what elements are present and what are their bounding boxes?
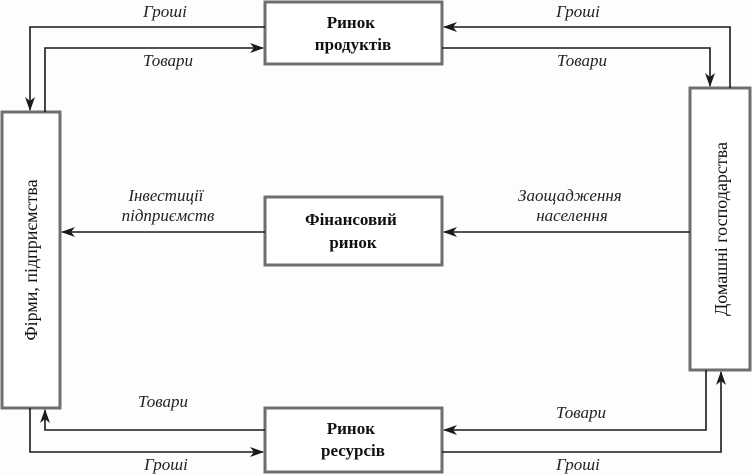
- arrow-bottom-left-goods: [40, 409, 265, 431]
- label-bottom-right-money: Гроші: [555, 455, 600, 474]
- households-box: [688, 86, 752, 372]
- households-label: Домашні господарства: [711, 142, 731, 316]
- financial-market-label: Фінансовий ринок: [305, 210, 401, 252]
- arrow-top-right-money: [443, 22, 731, 88]
- label-top-right-money: Гроші: [555, 2, 600, 21]
- firms-label: Фірми, підприємства: [21, 179, 41, 340]
- label-bottom-left-goods: Товари: [138, 392, 188, 411]
- financial-market-box: [263, 195, 444, 267]
- resource-market-label: Ринок ресурсів: [321, 419, 385, 460]
- label-top-left-money: Гроші: [142, 2, 187, 21]
- label-investments: Інвестиції підприємств: [122, 186, 215, 225]
- label-bottom-right-goods: Товари: [556, 403, 606, 422]
- arrow-top-left-goods: [44, 43, 264, 112]
- resource-market-box: [263, 406, 444, 474]
- product-market-box: [263, 0, 444, 66]
- product-market-label: Ринок продуктів: [315, 13, 391, 54]
- label-top-left-goods: Товари: [143, 51, 193, 70]
- arrow-bottom-right-goods: [443, 370, 707, 435]
- label-bottom-left-money: Гроші: [143, 455, 188, 474]
- arrow-top-left-money: [25, 26, 265, 111]
- arrow-bottom-left-money: [29, 408, 264, 457]
- firms-box: [0, 110, 62, 410]
- arrow-bottom-right-money: [442, 371, 726, 453]
- arrow-top-right-goods: [442, 47, 715, 87]
- label-top-right-goods: Товари: [557, 51, 607, 70]
- label-savings: Заощадження населення: [518, 186, 626, 225]
